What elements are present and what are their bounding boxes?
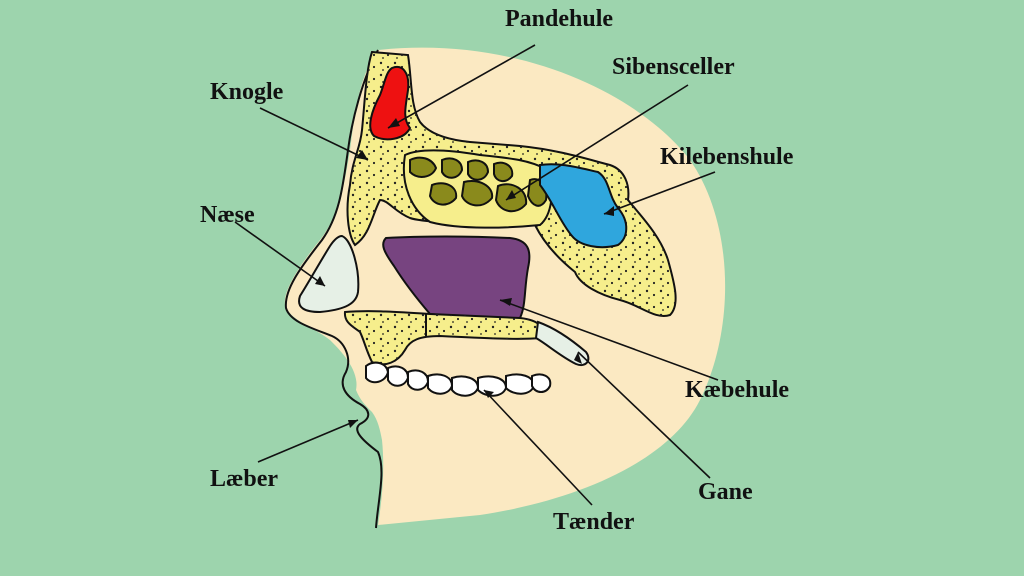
label-sibensceller: Sibensceller	[612, 55, 735, 79]
label-pandehule: Pandehule	[505, 7, 613, 31]
label-taender: Tænder	[553, 510, 634, 534]
label-kaebehule: Kæbehule	[685, 378, 789, 402]
label-knogle: Knogle	[210, 80, 283, 104]
label-kilebenshule: Kilebenshule	[660, 145, 793, 169]
label-naese: Næse	[200, 203, 255, 227]
pointer-knogle	[260, 108, 368, 160]
pointer-laeber	[258, 420, 358, 462]
label-gane: Gane	[698, 480, 753, 504]
label-laeber: Læber	[210, 467, 278, 491]
